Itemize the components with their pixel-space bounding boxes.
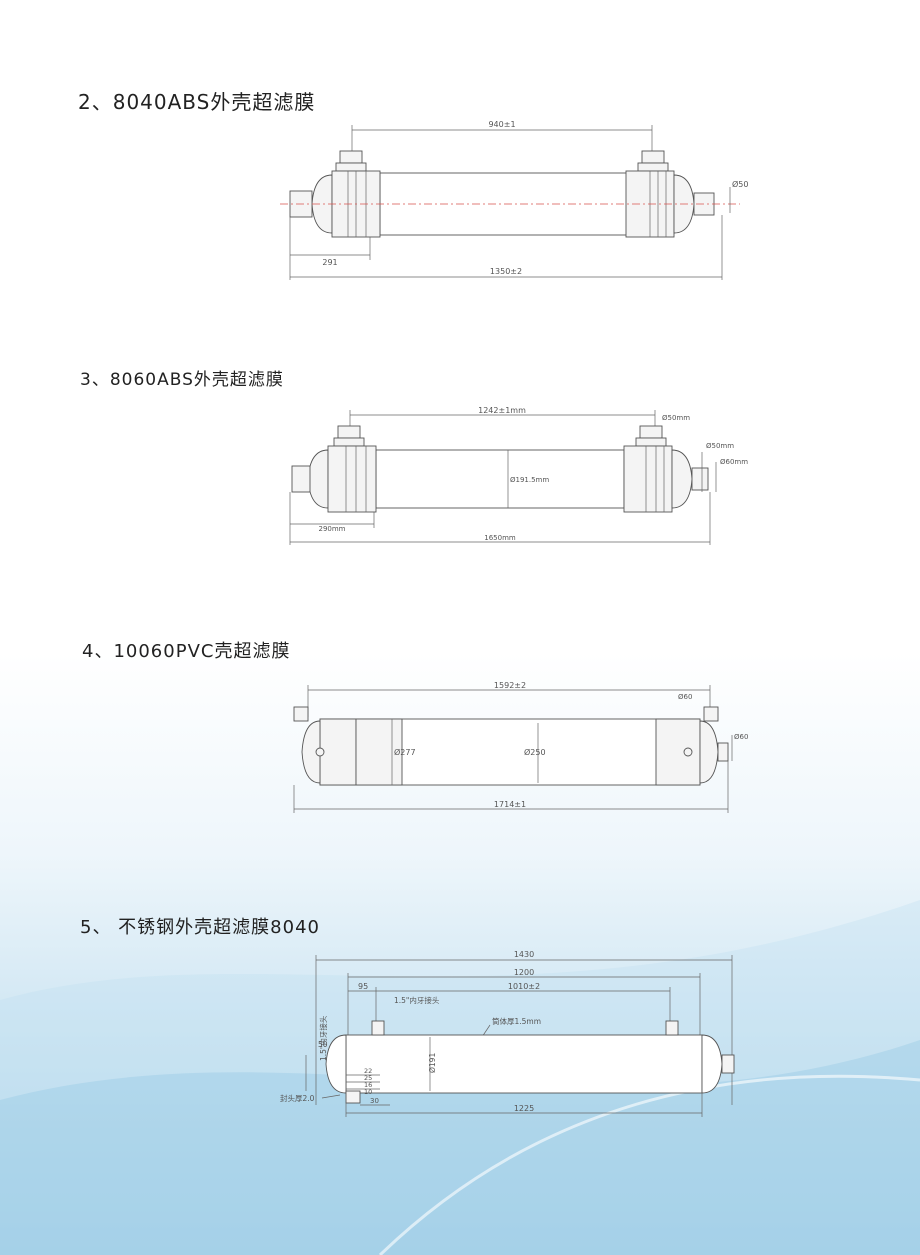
wall-label: 筒体厚1.5mm bbox=[492, 1016, 541, 1026]
dim-s2: 25 bbox=[364, 1074, 372, 1082]
dim-left-inner: Ø277 bbox=[394, 747, 416, 757]
drawing-8040abs: 940±1 Ø50 291 1350±2 bbox=[280, 120, 748, 280]
dim-s1: 22 bbox=[364, 1067, 372, 1075]
drawing-8060abs: 1242±1mm Ø50mm Ø191.5mm Ø50mm Ø60mm 290m… bbox=[289, 406, 748, 545]
left-port-label: 1.5"内牙接头 bbox=[318, 1015, 328, 1061]
cap-label: 封头厚2.0 bbox=[280, 1093, 315, 1103]
dim-right-2: Ø60mm bbox=[720, 458, 748, 466]
dim-top-right: Ø50mm bbox=[662, 414, 690, 422]
dim-bottom: 1225 bbox=[514, 1104, 534, 1113]
dim-top-right: Ø60 bbox=[678, 693, 692, 701]
dim-diameter: Ø191 bbox=[428, 1053, 437, 1073]
dim-top: 1242±1mm bbox=[478, 406, 526, 415]
dim-top: 940±1 bbox=[488, 120, 515, 129]
dim-left: 290mm bbox=[319, 525, 346, 533]
dim-offset: 95 bbox=[358, 982, 368, 991]
section-title-8060abs: 3、8060ABS外壳超滤膜 bbox=[80, 370, 284, 390]
dim-right-1: Ø50mm bbox=[706, 442, 734, 450]
dim-s5: 30 bbox=[370, 1097, 379, 1105]
dim-second: 1200 bbox=[514, 968, 534, 977]
drawing-stainless-8040: 1430 1200 95 1010±2 1.5"内牙接头 筒体厚1.5mm Ø1… bbox=[280, 950, 735, 1117]
dim-center: Ø191.5mm bbox=[510, 476, 549, 484]
dim-left-size: 50 bbox=[318, 1040, 328, 1049]
dim-top: 1592±2 bbox=[494, 681, 526, 690]
dim-bottom: 1714±1 bbox=[494, 800, 526, 809]
drawing-10060pvc: 1592±2 Ø60 Ø277 Ø250 Ø60 1714±1 bbox=[293, 681, 748, 813]
section-title-10060pvc: 4、10060PVC壳超滤膜 bbox=[82, 641, 291, 662]
dim-bottom: 1350±2 bbox=[490, 267, 522, 276]
dim-left: 291 bbox=[322, 258, 337, 267]
dim-right: Ø60 bbox=[734, 733, 748, 741]
dim-ports: 1010±2 bbox=[508, 982, 540, 991]
dim-overall: 1430 bbox=[514, 950, 534, 959]
dim-right: Ø50 bbox=[732, 179, 748, 189]
dim-s3: 16 bbox=[364, 1081, 372, 1089]
port-label: 1.5"内牙接头 bbox=[394, 995, 440, 1005]
section-title-8040abs: 2、8040ABS外壳超滤膜 bbox=[78, 90, 316, 114]
dim-center: Ø250 bbox=[524, 747, 546, 757]
dim-s4: 10 bbox=[364, 1088, 372, 1096]
section-title-stainless-8040: 5、 不锈钢外壳超滤膜8040 bbox=[80, 917, 320, 938]
dim-bottom: 1650mm bbox=[484, 534, 516, 542]
